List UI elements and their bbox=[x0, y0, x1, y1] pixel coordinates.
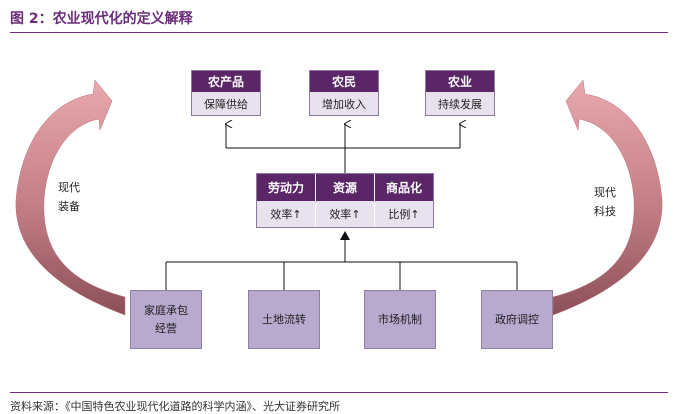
institution-land-transfer: 土地流转 bbox=[248, 290, 320, 349]
figure-source: 资料来源：《中国特色农业现代化道路的科学内涵》、光大证券研究所 bbox=[10, 400, 340, 413]
institution-line: 土地流转 bbox=[262, 312, 306, 326]
left-cycle-label: 现代 装备 bbox=[58, 178, 80, 216]
left-cycle-line: 现代 bbox=[58, 181, 80, 194]
institution-line: 经营 bbox=[155, 321, 177, 335]
institution-government-regulation: 政府调控 bbox=[481, 290, 553, 349]
outcome-body: 持续发展 bbox=[426, 92, 494, 115]
right-cycle-arrow bbox=[552, 79, 663, 316]
factor-resources: 资源 效率↑ bbox=[315, 174, 374, 227]
institution-household-contract: 家庭承包 经营 bbox=[130, 290, 202, 349]
factor-labor: 劳动力 效率↑ bbox=[257, 174, 315, 227]
outcome-head: 农业 bbox=[426, 71, 494, 92]
factor-body: 比例↑ bbox=[375, 201, 433, 227]
left-cycle-line: 装备 bbox=[58, 200, 80, 213]
institution-line: 家庭承包 bbox=[144, 303, 188, 317]
left-cycle-arrow bbox=[15, 79, 126, 316]
right-cycle-line: 科技 bbox=[594, 205, 616, 218]
right-cycle-label: 现代 科技 bbox=[594, 183, 616, 221]
factor-body: 效率↑ bbox=[316, 201, 374, 227]
figure-title: 图 2：农业现代化的定义解释 bbox=[10, 11, 193, 27]
factor-head: 商品化 bbox=[375, 174, 433, 201]
institution-line: 市场机制 bbox=[378, 312, 422, 326]
outcome-box-products: 农产品 保障供给 bbox=[191, 70, 261, 116]
institution-market-mechanism: 市场机制 bbox=[364, 290, 436, 349]
factor-table: 劳动力 效率↑ 资源 效率↑ 商品化 比例↑ bbox=[256, 173, 434, 228]
factor-head: 资源 bbox=[316, 174, 374, 201]
outcome-box-farmers: 农民 增加收入 bbox=[309, 70, 379, 116]
factor-body: 效率↑ bbox=[257, 201, 315, 227]
outcome-head: 农民 bbox=[310, 71, 378, 92]
top-connector bbox=[226, 124, 460, 173]
source-rule bbox=[10, 392, 668, 393]
bottom-connector bbox=[165, 231, 518, 290]
factor-commercialization: 商品化 比例↑ bbox=[374, 174, 433, 227]
outcome-box-agriculture: 农业 持续发展 bbox=[425, 70, 495, 116]
right-cycle-line: 现代 bbox=[594, 186, 616, 199]
outcome-body: 增加收入 bbox=[310, 92, 378, 115]
institution-line: 政府调控 bbox=[495, 312, 539, 326]
title-rule bbox=[10, 32, 668, 33]
factor-head: 劳动力 bbox=[257, 174, 315, 201]
outcome-body: 保障供给 bbox=[192, 92, 260, 115]
outcome-head: 农产品 bbox=[192, 71, 260, 92]
